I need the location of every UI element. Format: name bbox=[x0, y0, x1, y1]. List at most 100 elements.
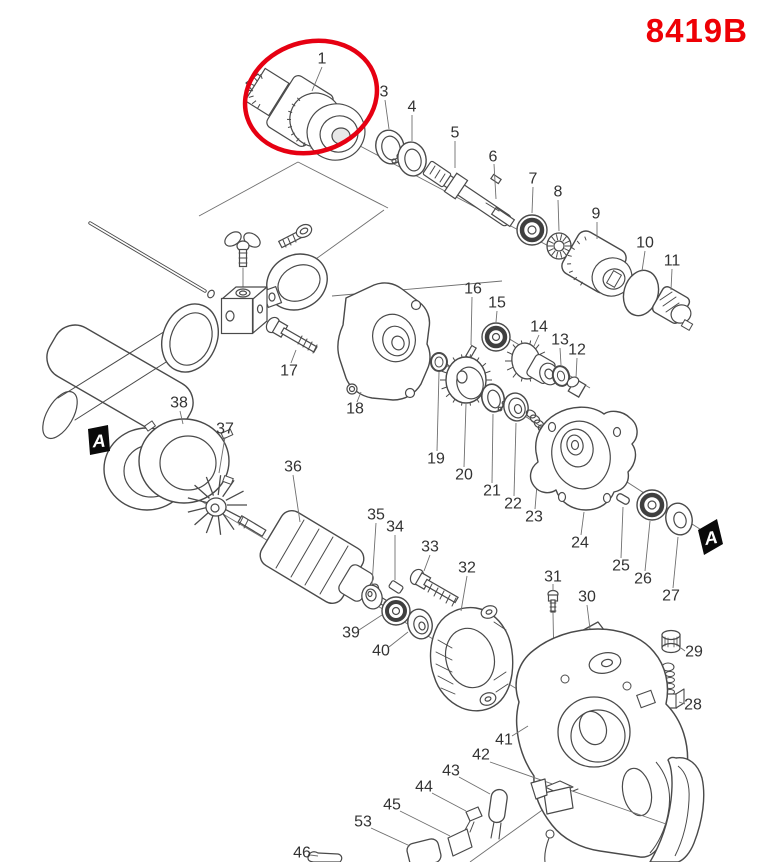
part-leader-line bbox=[620, 506, 624, 559]
lead-wire bbox=[544, 829, 555, 862]
part-number-label: 36 bbox=[284, 459, 302, 476]
part-8: 8 bbox=[546, 184, 572, 260]
part-1: 1 bbox=[244, 51, 366, 161]
part-number-label: 26 bbox=[634, 571, 652, 588]
highlight-circle bbox=[242, 38, 380, 156]
part-32: 32 bbox=[429, 560, 514, 712]
side-handle bbox=[42, 221, 328, 440]
part-leader-line bbox=[458, 776, 491, 795]
part-38: 38 bbox=[103, 395, 234, 511]
part-leader-line bbox=[511, 725, 529, 737]
part-number-label: 21 bbox=[483, 483, 501, 500]
part-number-label: 1 bbox=[318, 51, 327, 68]
guide-line bbox=[198, 161, 299, 217]
part-28: 28 bbox=[660, 662, 702, 714]
part-leader-line bbox=[575, 357, 578, 379]
part-44: 44 bbox=[415, 779, 483, 833]
part-29: 29 bbox=[661, 629, 703, 661]
part-45: 45 bbox=[383, 797, 473, 857]
part-16: 16 bbox=[464, 281, 482, 360]
part-leader-line bbox=[580, 511, 585, 536]
view-marker-box bbox=[88, 425, 110, 455]
part-leader-line bbox=[493, 163, 497, 200]
part-leader-line bbox=[463, 403, 467, 468]
part-leader-line bbox=[384, 99, 390, 130]
part-number-label: 16 bbox=[464, 281, 482, 298]
part-leader-line bbox=[218, 436, 226, 474]
part-number-label: 10 bbox=[636, 235, 654, 252]
part-7: 7 bbox=[516, 171, 548, 246]
part-27: 27 bbox=[662, 502, 693, 605]
part-36: 36 bbox=[237, 459, 391, 608]
part-number-label: 6 bbox=[489, 149, 498, 166]
part-11: 11 bbox=[651, 253, 694, 331]
part-number-label: 45 bbox=[383, 797, 401, 814]
part-leader-line bbox=[531, 186, 534, 214]
part-number-label: 40 bbox=[372, 643, 390, 660]
part-number-label: 15 bbox=[488, 295, 506, 312]
part-leader-line bbox=[559, 347, 562, 366]
part-leader-line bbox=[495, 310, 498, 323]
part-number-label: 13 bbox=[551, 332, 569, 349]
part-leader-line bbox=[292, 474, 301, 523]
part-number-label: 7 bbox=[529, 171, 538, 188]
part-43: 43 bbox=[442, 763, 508, 840]
part-9: 9 bbox=[561, 206, 633, 297]
part-33: 33 bbox=[409, 539, 459, 607]
part-number-label: 39 bbox=[342, 625, 360, 642]
view-marker-letter: A bbox=[91, 431, 106, 452]
part-number-label: 22 bbox=[504, 496, 522, 513]
part-leader-line bbox=[388, 631, 409, 648]
part-26: 26 bbox=[634, 489, 668, 588]
switch bbox=[530, 778, 579, 815]
view-marker-letter: A bbox=[702, 527, 719, 549]
part-number-label: 44 bbox=[415, 779, 433, 796]
part-number-label: 25 bbox=[612, 558, 630, 575]
part-number-label: 53 bbox=[354, 814, 372, 831]
part-35: 35 bbox=[361, 507, 385, 610]
part-number-label: 24 bbox=[571, 535, 589, 552]
part-15: 15 bbox=[481, 295, 511, 352]
part-leader-line bbox=[644, 520, 651, 572]
part-leader-line bbox=[431, 792, 467, 812]
part-5: 5 bbox=[422, 125, 516, 228]
part-number-label: 18 bbox=[346, 401, 364, 418]
part-25: 25 bbox=[612, 493, 630, 575]
guide-line bbox=[297, 161, 389, 209]
part-number-label: 20 bbox=[455, 467, 473, 484]
part-leader-line bbox=[489, 761, 667, 825]
view-marker-box bbox=[698, 519, 723, 555]
part-number-label: 9 bbox=[592, 206, 601, 223]
part-number-label: 14 bbox=[530, 319, 548, 336]
part-20: 20 bbox=[440, 354, 492, 484]
part-number-label: 17 bbox=[280, 363, 298, 380]
part-leader-line bbox=[436, 371, 440, 452]
part-leader-line bbox=[309, 854, 319, 857]
part-53: 53 bbox=[354, 814, 442, 862]
part-21: 21 bbox=[480, 383, 507, 500]
part-number-label: 28 bbox=[684, 697, 702, 714]
part-leader-line bbox=[311, 66, 323, 92]
part-number-label: 29 bbox=[685, 644, 703, 661]
part-number-label: 3 bbox=[380, 84, 389, 101]
part-number-label: 41 bbox=[495, 732, 513, 749]
view-marker-a-1: A bbox=[88, 425, 110, 455]
part-number-label: 11 bbox=[664, 253, 681, 270]
view-marker-a-2: A bbox=[698, 519, 723, 555]
part-34: 34 bbox=[386, 519, 404, 594]
part-number-label: 38 bbox=[170, 395, 188, 412]
part-number-label: 4 bbox=[408, 99, 417, 116]
part-leader-line bbox=[513, 422, 517, 497]
part-number-label: 23 bbox=[525, 509, 543, 526]
part-number-label: 12 bbox=[568, 342, 586, 359]
part-number-label: 30 bbox=[578, 589, 596, 606]
part-6: 6 bbox=[489, 149, 502, 200]
part-leader-line bbox=[680, 647, 686, 652]
part-leader-line bbox=[533, 334, 540, 347]
part-number-label: 8 bbox=[554, 184, 563, 201]
part-17: 17 bbox=[265, 316, 318, 380]
part-leader-line bbox=[557, 199, 560, 232]
part-12: 12 bbox=[566, 342, 587, 398]
